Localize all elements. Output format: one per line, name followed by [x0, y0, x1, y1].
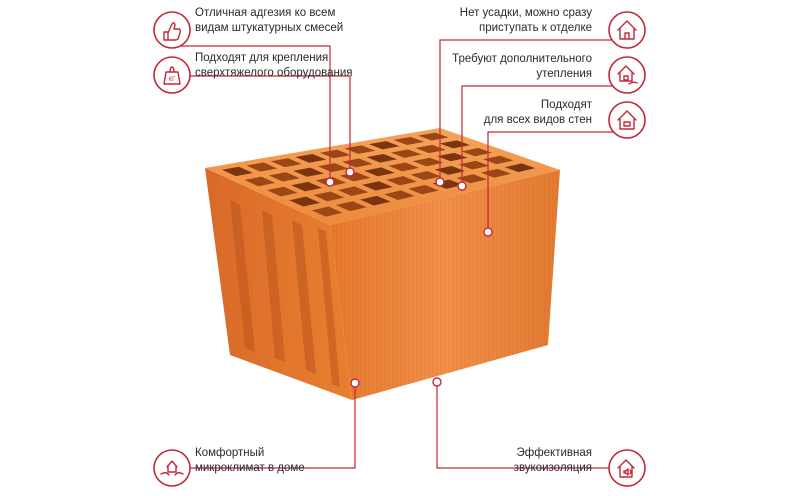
- block-hole: [410, 171, 441, 181]
- block-hole: [360, 195, 391, 206]
- block-hole: [246, 162, 278, 172]
- ceramic-block-image: [205, 128, 560, 400]
- weight-kg-icon: КГ: [153, 56, 191, 94]
- block-hole: [289, 196, 321, 207]
- block-hole: [317, 163, 349, 173]
- block-hole: [386, 176, 417, 186]
- block-hole: [311, 206, 343, 217]
- leader-line-microclimate: [178, 383, 356, 469]
- block-hole: [415, 144, 446, 154]
- block-hole: [393, 136, 425, 145]
- leader-dot-heavy: [345, 167, 355, 177]
- block-hole: [335, 201, 367, 212]
- block-hole: [344, 145, 376, 154]
- block-hole: [408, 185, 439, 195]
- block-hole: [313, 191, 345, 202]
- block-hole: [366, 153, 398, 163]
- leader-dot-adhesion: [325, 177, 335, 187]
- block-hole: [364, 167, 395, 177]
- block-hole: [504, 163, 536, 173]
- block-hole: [266, 186, 298, 197]
- block-hole: [390, 149, 422, 158]
- block-hole: [456, 174, 487, 184]
- block-hole: [388, 162, 420, 172]
- block-hole: [417, 132, 449, 141]
- leader-dots: [325, 167, 493, 388]
- block-hole: [461, 148, 492, 157]
- side-grooves: [230, 200, 340, 388]
- block-hole: [293, 167, 325, 177]
- thumbs-up-icon: [153, 11, 191, 49]
- block-top-holes: [221, 132, 536, 217]
- house-icon: [608, 11, 646, 49]
- block-hole: [437, 152, 468, 162]
- block-hole: [458, 160, 490, 170]
- leader-dot-sound: [432, 377, 442, 387]
- block-hole: [412, 157, 444, 167]
- block-hole: [361, 181, 393, 191]
- block-hole: [337, 186, 369, 196]
- weight-kg-text: КГ: [169, 77, 176, 83]
- block-hole: [221, 166, 253, 177]
- house-hand-icon: [608, 56, 646, 94]
- block-hole: [270, 158, 302, 168]
- feature-icons: КГ: [153, 11, 646, 487]
- leader-dot-microclimate: [350, 378, 360, 388]
- block-hole: [291, 181, 322, 192]
- block-hole: [368, 141, 400, 150]
- block-hole: [483, 155, 514, 165]
- block-hole: [319, 149, 351, 159]
- block-hole: [268, 172, 300, 182]
- block-hole: [295, 153, 327, 163]
- leader-dot-no-shrink: [435, 177, 445, 187]
- house-outline-icon: [608, 101, 646, 139]
- block-hole: [384, 190, 415, 200]
- house-sound-icon: [608, 449, 646, 487]
- house-hands-icon: [153, 449, 191, 487]
- block-hole: [434, 165, 466, 175]
- block-hole: [244, 176, 276, 187]
- leader-dot-all-walls: [483, 227, 493, 237]
- leader-line-sound: [436, 382, 610, 469]
- leader-dot-no-insulation: [457, 181, 467, 191]
- leader-line-heavy: [178, 75, 351, 172]
